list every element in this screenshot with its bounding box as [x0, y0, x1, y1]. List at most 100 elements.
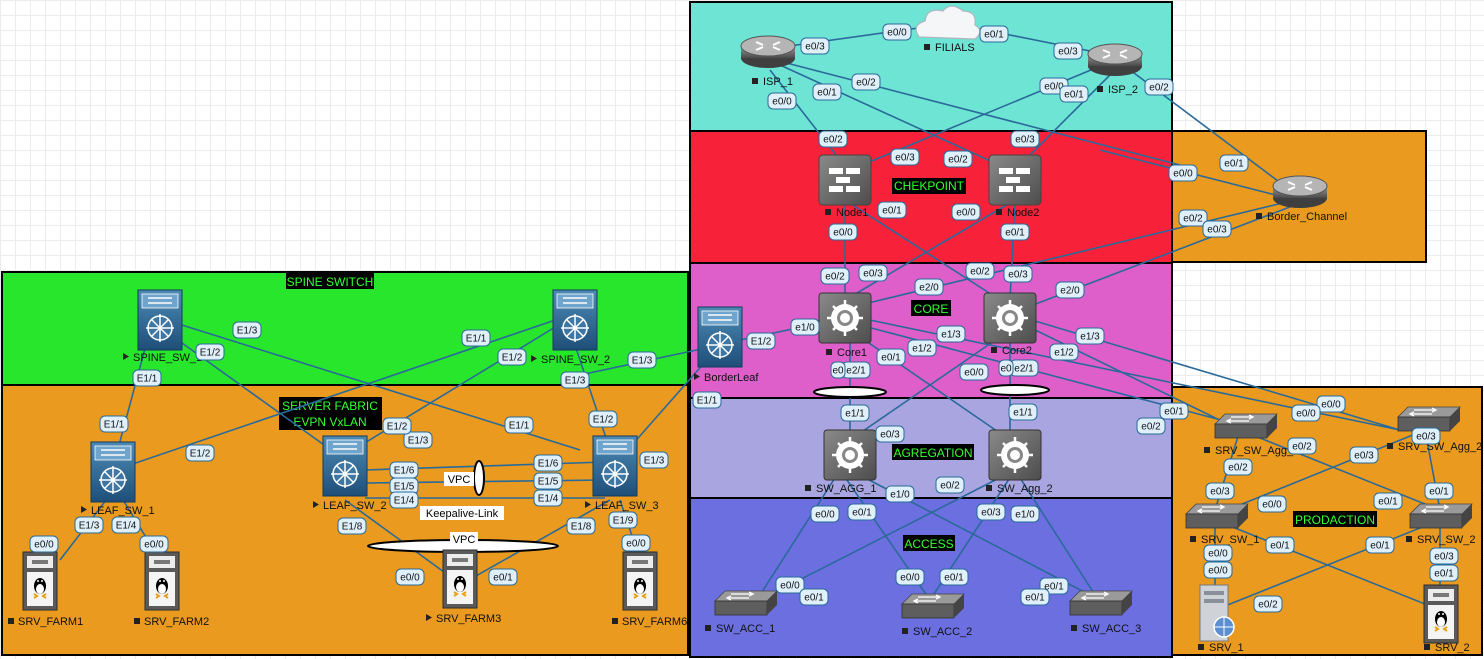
port-label: e0/0	[887, 28, 907, 39]
port-label: e2/1	[1014, 364, 1034, 375]
zone-title-aggregation: AGREGATION	[893, 446, 972, 460]
port-label: E1/2	[593, 415, 614, 426]
node-label: SRV_SW_2	[1417, 534, 1476, 546]
port-label: e0/0	[900, 573, 920, 584]
port-label: e0/3	[1207, 225, 1227, 236]
link	[844, 199, 1001, 301]
port-label: e0/1	[1025, 593, 1045, 604]
port-label: e0/0	[1296, 409, 1316, 420]
switch-icon[interactable]	[1214, 413, 1278, 439]
switch-icon[interactable]	[1069, 590, 1133, 616]
zone-title-fabric-2: EVPN VxLAN	[293, 415, 366, 429]
port-label: e0/1	[1270, 541, 1290, 552]
switch-icon[interactable]	[714, 590, 778, 616]
node-label: SRV_1	[1209, 642, 1244, 654]
port-label: e2/0	[1060, 286, 1080, 297]
link	[344, 499, 456, 581]
node-label: SW_ACC_2	[913, 626, 972, 638]
port-label: E1/1	[697, 396, 718, 407]
node-label: BorderLeaf	[704, 372, 759, 384]
router-icon[interactable]	[1272, 175, 1328, 209]
port-label: e0	[832, 366, 844, 377]
zone-title-fabric-1: SERVER FABRIC	[282, 399, 378, 413]
port-label: E1/3	[632, 356, 653, 367]
zone-checkpoint	[689, 130, 1173, 264]
port-label: e1/0	[890, 490, 910, 501]
port-label: E1/2	[190, 449, 211, 460]
port-label: e0	[1000, 364, 1012, 375]
node-label: Node1	[836, 207, 868, 219]
port-label: e0/0	[780, 581, 800, 592]
port-label: e2/1	[846, 366, 866, 377]
linux-server-icon[interactable]	[442, 549, 478, 609]
port-label: e0/2	[1149, 83, 1169, 94]
port-label: e1/0	[1015, 510, 1035, 521]
port-label: e0/0	[1262, 500, 1282, 511]
port-label: e0/1	[852, 508, 872, 519]
port-label: e1/1	[1013, 408, 1033, 419]
router-icon[interactable]	[1087, 43, 1143, 77]
link	[1024, 324, 1241, 431]
port-label: e0/1	[881, 353, 901, 364]
switch-icon[interactable]	[1409, 503, 1473, 529]
nexus-switch-icon[interactable]	[592, 435, 638, 497]
node-label: SW_ACC_3	[1082, 623, 1141, 635]
port-label: e0/0	[400, 573, 420, 584]
node-label: LEAF_SW_1	[91, 505, 155, 517]
link	[779, 64, 1011, 171]
port-label: e0/3	[981, 508, 1001, 519]
port-label: E1/1	[137, 374, 158, 385]
switch-icon[interactable]	[1397, 406, 1461, 432]
node-label: LEAF_SW_2	[323, 500, 387, 512]
zone-title-spine: SPINE SWITCH	[287, 275, 374, 289]
router-icon[interactable]	[740, 35, 796, 69]
port-label: E1/1	[509, 421, 530, 432]
nexus-switch-icon[interactable]	[697, 306, 743, 368]
zone-title-access: ACCESS	[904, 537, 953, 551]
firewall-icon[interactable]	[818, 154, 872, 206]
l3-switch-icon[interactable]	[817, 291, 873, 345]
firewall-icon[interactable]	[988, 154, 1042, 206]
nexus-switch-icon[interactable]	[90, 441, 136, 503]
link	[759, 469, 841, 596]
nexus-switch-icon[interactable]	[137, 289, 183, 351]
port-label: e0/3	[1008, 270, 1028, 281]
port-label: e0/0	[1208, 549, 1228, 560]
linux-server-icon[interactable]	[1423, 584, 1459, 644]
vpc-ellipse	[813, 386, 887, 398]
port-label: e0/1	[817, 88, 837, 99]
port-label: e1/3	[1080, 332, 1100, 343]
linux-server-icon[interactable]	[622, 551, 658, 611]
node-label: SRV_FARM3	[436, 613, 501, 625]
port-label: E1/5	[538, 477, 559, 488]
port-label: E1/1	[104, 420, 125, 431]
nexus-switch-icon[interactable]	[552, 289, 598, 351]
port-label: E1/1	[466, 334, 487, 345]
port-label: e0/1	[944, 573, 964, 584]
switch-icon[interactable]	[901, 593, 965, 619]
port-label: e0/2	[825, 272, 845, 283]
port-label: e1/1	[845, 409, 865, 420]
node-label: SPINE_SW_1	[133, 352, 202, 364]
port-label: E1/2	[200, 348, 221, 359]
switch-icon[interactable]	[1185, 503, 1249, 529]
l3-switch-icon[interactable]	[987, 428, 1043, 482]
port-label: e1/2	[912, 344, 932, 355]
linux-server-icon[interactable]	[144, 551, 180, 611]
zone-title-core: CORE	[914, 302, 949, 316]
l3-switch-icon[interactable]	[982, 291, 1038, 345]
link	[1214, 519, 1441, 611]
port-label: e0/3	[805, 42, 825, 53]
node-label: FILIALS	[935, 42, 975, 54]
port-label: e0/2	[1258, 600, 1278, 611]
nexus-switch-icon[interactable]	[322, 435, 368, 497]
node-label: SRV_SW_Agg_2	[1398, 441, 1482, 453]
port-label: E1/3	[565, 376, 586, 387]
port-label: e0/3	[1058, 47, 1078, 58]
port-label: e0/0	[626, 539, 646, 550]
link	[1009, 199, 1016, 301]
vpc-top-label: VPC	[448, 474, 471, 486]
l3-switch-icon[interactable]	[822, 428, 878, 482]
port-label: e0/1	[804, 593, 824, 604]
linux-server-icon[interactable]	[22, 551, 58, 611]
